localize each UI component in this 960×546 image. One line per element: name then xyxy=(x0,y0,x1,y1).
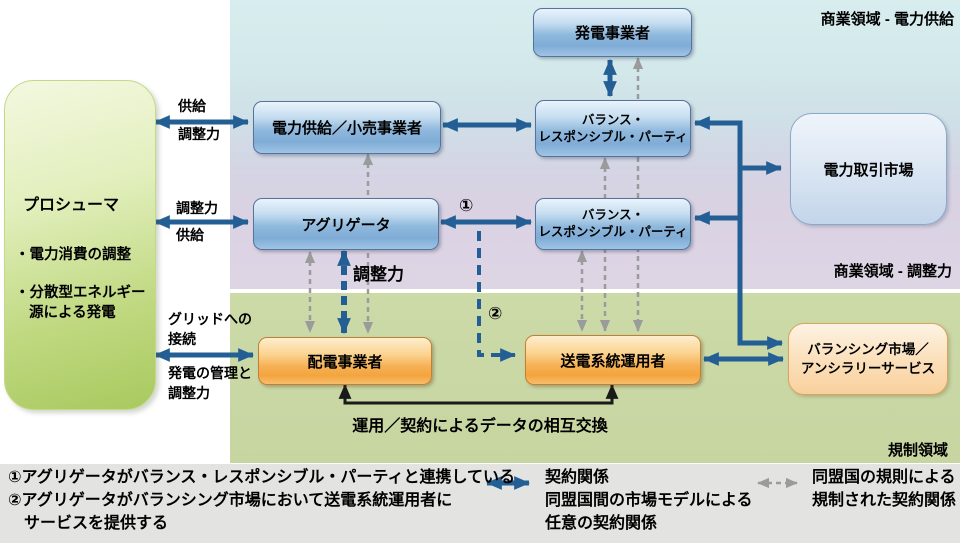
prosumer-bullet-generation-line2: 源による発電 xyxy=(29,305,116,321)
black-connector-dso-tso-data-exchange xyxy=(338,383,619,405)
node-brp2-line1: バランス・ xyxy=(581,208,645,222)
node-power-exchange-market: 電力取引市場 xyxy=(790,113,947,225)
legend-note-2: ②アグリゲータがバランシング市場において送電系統運用者に xyxy=(8,492,453,509)
legend-regulated-line1: 同盟国の規則による xyxy=(812,469,956,486)
node-balancing-market: バランシング市場／ アンシラリーサービス xyxy=(788,323,948,395)
node-brp2: バランス・ レスポンシブル・パーティ xyxy=(535,198,691,250)
node-tso: 送電系統運用者 xyxy=(525,335,701,385)
region-label-regulated: 規制領域 xyxy=(887,442,948,459)
prosumer-bullet-generation: ・分散型エネルギー 源による発電 xyxy=(15,283,146,323)
node-balancing-line2: アンシラリーサービス xyxy=(800,361,936,376)
edge-label-grid-connection-line1: グリッドへの xyxy=(168,311,252,327)
prosumer-title: プロシューマ xyxy=(23,197,120,214)
edge-label-adjustment-1: 調整力 xyxy=(178,126,220,142)
node-brp1: バランス・ レスポンシブル・パーティ xyxy=(535,100,691,157)
node-generator: 発電事業者 xyxy=(533,8,692,57)
node-dso: 配電事業者 xyxy=(258,337,432,385)
node-balancing-line1: バランシング市場／ xyxy=(807,342,929,357)
legend-contract-line1: 契約関係 xyxy=(545,469,610,486)
legend-regulated-line2: 規制された契約関係 xyxy=(812,492,957,509)
edge-label-grid-connection-line2: 接続 xyxy=(168,331,196,347)
node-brp1-line2: レスポンシブル・パーティ xyxy=(538,129,688,144)
legend-band-background xyxy=(0,464,960,543)
legend-contract-line3: 任意の契約関係 xyxy=(545,515,658,532)
connector-brp1-balancing-market xyxy=(693,116,784,350)
edge-label-gen-management-line1: 発電の管理と xyxy=(168,365,252,381)
node-brp2-line2: レスポンシブル・パーティ xyxy=(538,225,688,239)
prosumer-bullet-consumption: ・電力消費の調整 xyxy=(15,247,131,263)
prosumer-box: プロシューマ ・電力消費の調整 ・分散型エネルギー 源による発電 xyxy=(4,80,156,410)
edge-label-supply-1: 供給 xyxy=(178,98,206,114)
note-marker-2: ② xyxy=(488,304,503,323)
edge-label-adjustment-mid: 調整力 xyxy=(353,265,404,284)
region-label-commercial-supply: 商業領域 - 電力供給 xyxy=(820,11,954,28)
region-label-commercial-balancing: 商業領域 - 調整力 xyxy=(833,263,952,280)
node-aggregator: アグリゲータ xyxy=(253,198,439,250)
note-marker-1: ① xyxy=(459,196,474,215)
node-retailer: 電力供給／小売事業者 xyxy=(253,101,441,154)
edge-label-supply-2: 供給 xyxy=(176,227,204,243)
edge-label-gen-management-line2: 調整力 xyxy=(168,385,210,401)
legend-contract-line2: 同盟国間の市場モデルによる xyxy=(545,492,753,509)
label-data-exchange: 運用／契約によるデータの相互交換 xyxy=(352,418,608,435)
edge-label-adjustment-2: 調整力 xyxy=(176,200,218,216)
legend-note-3: サービスを提供する xyxy=(24,515,169,532)
node-brp1-line1: バランス・ xyxy=(581,112,645,127)
prosumer-bullet-generation-line1: ・分散型エネルギー xyxy=(15,285,146,301)
dashed-arrow-aggregator-tso-service xyxy=(477,231,517,362)
legend-note-1: ①アグリゲータがバランス・レスポンシブル・パーティと連携している xyxy=(8,469,515,486)
